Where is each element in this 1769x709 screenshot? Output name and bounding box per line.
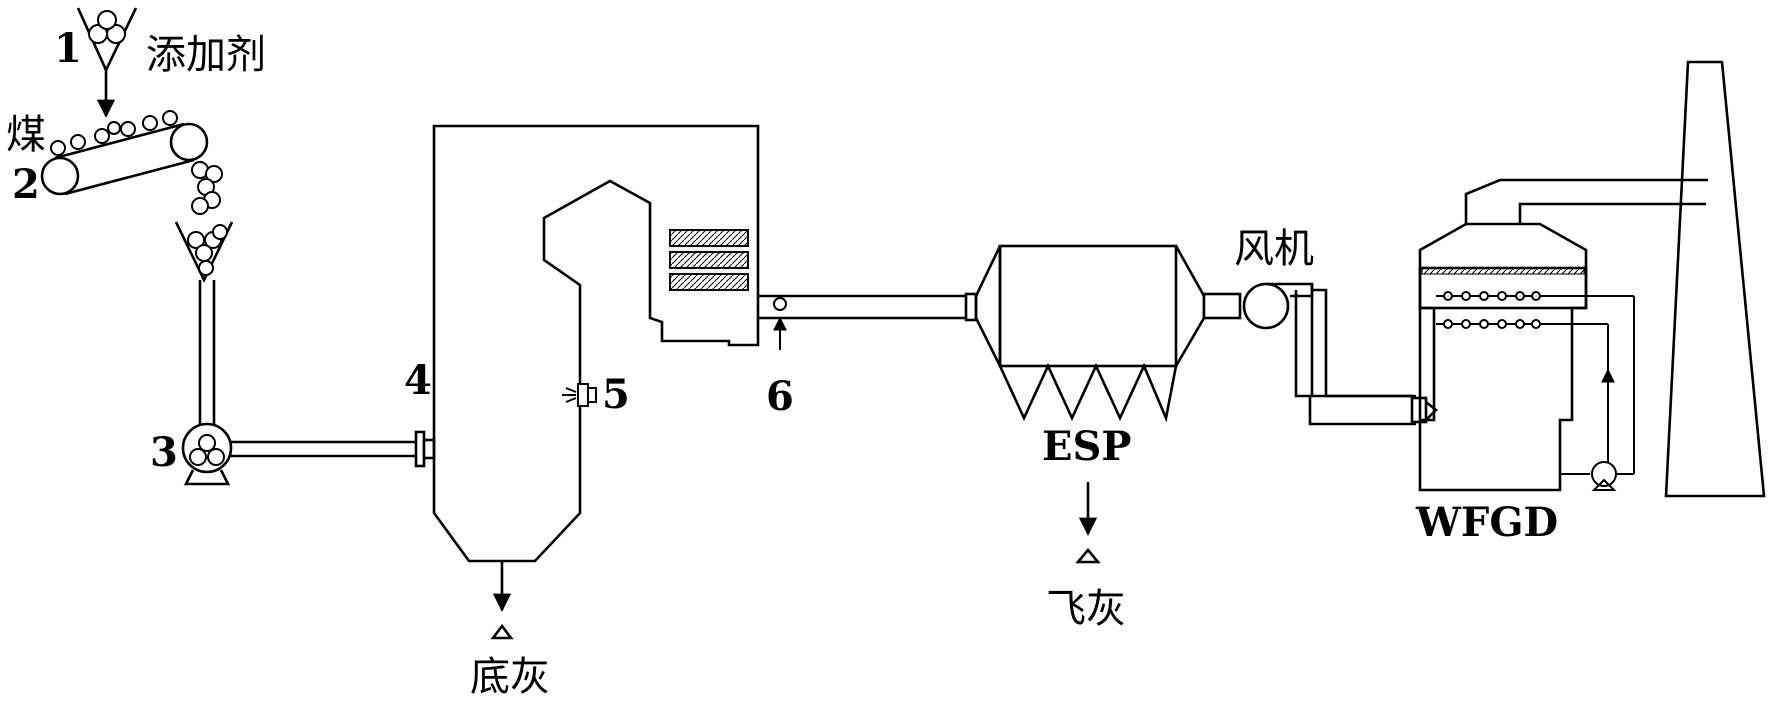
heat-exchanger-bank-1: [669, 229, 749, 247]
recirculation-pump: [1591, 461, 1617, 487]
esp-precipitator: [964, 244, 1206, 564]
heat-exchanger-bank-3: [669, 273, 749, 291]
label-wfgd: WFGD: [1415, 499, 1558, 546]
additive-hopper: [76, 7, 138, 118]
label-coal: 煤: [6, 112, 46, 158]
flue-duct-to-esp: [758, 294, 966, 350]
induced-draft-fan: [1202, 282, 1438, 426]
coal-feed-pipe: [231, 430, 436, 468]
label-3: 3: [150, 429, 178, 476]
label-1: 1: [54, 25, 82, 72]
probe-5: [562, 383, 597, 407]
label-esp: ESP: [1042, 423, 1131, 470]
spray-nozzles-row-2: [1443, 319, 1541, 329]
label-4: 4: [404, 357, 432, 404]
boiler: [432, 124, 760, 640]
spray-nozzles-row-1: [1443, 291, 1541, 301]
label-fly-ash: 飞灰: [1046, 586, 1126, 632]
coal-conveyor: [40, 110, 209, 196]
label-fan: 风机: [1234, 226, 1314, 272]
chimney-stack: [1664, 60, 1766, 498]
falling-coal: [191, 161, 223, 215]
label-bottom-ash: 底灰: [470, 654, 550, 700]
coal-hopper: [174, 221, 234, 428]
label-6: 6: [766, 373, 794, 420]
coal-mill: [181, 422, 233, 486]
duct-to-stack: [1464, 178, 1708, 224]
label-5: 5: [602, 371, 630, 418]
wfgd-scrubber: [1418, 222, 1635, 492]
heat-exchanger-bank-2: [669, 251, 749, 269]
label-2: 2: [12, 161, 40, 208]
label-additive: 添加剂: [146, 32, 266, 78]
